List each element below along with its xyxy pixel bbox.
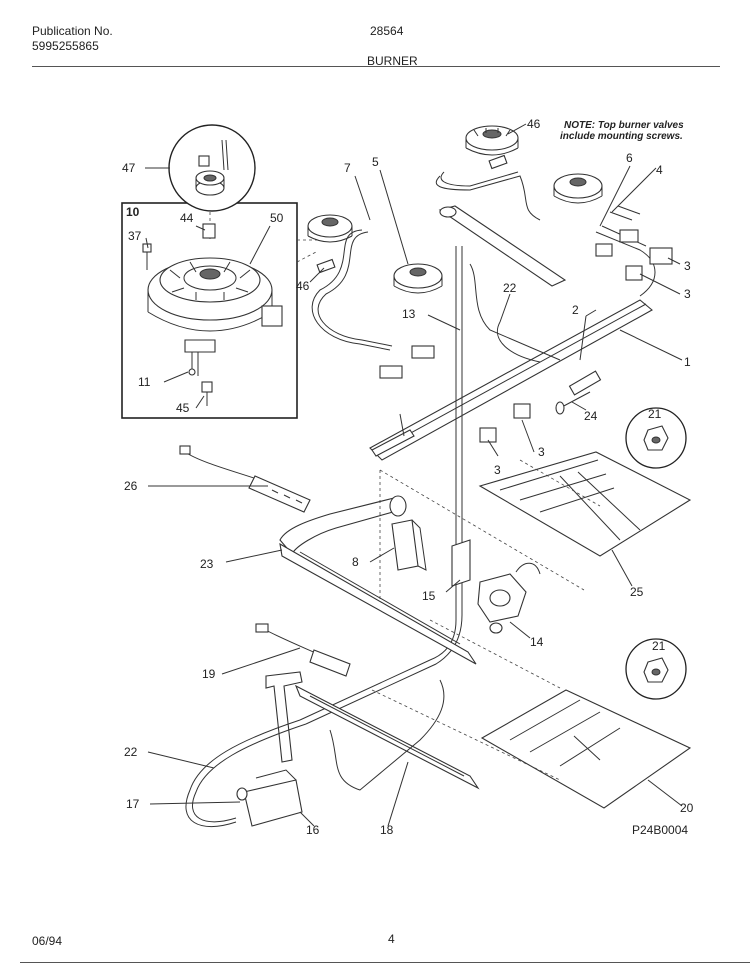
callout-15: 15: [422, 589, 436, 603]
part-24-igniter: [555, 370, 602, 415]
part-20-baffle-lower: [480, 689, 692, 809]
part-45-screw: [201, 381, 213, 406]
footer-page-number: 4: [388, 932, 395, 946]
note-line-2: include mounting screws.: [560, 131, 683, 142]
drawing-id: P24B0004: [632, 823, 688, 837]
publication-number: 5995255865: [32, 39, 99, 53]
part-19-igniter-lower: [255, 623, 351, 677]
callout-26: 26: [124, 479, 138, 493]
callout-45: 45: [176, 401, 190, 415]
part-50-burner-base: [147, 257, 283, 332]
callout-3c: 3: [538, 445, 545, 459]
callout-17: 17: [126, 797, 140, 811]
model-number: 28564: [370, 24, 404, 38]
callout-22-lower: 22: [124, 745, 138, 759]
burner-right: [553, 173, 603, 204]
section-title: BURNER: [367, 54, 418, 68]
part-16-bracket: [265, 671, 303, 763]
callout-25: 25: [630, 585, 644, 599]
callout-21-lower: 21: [652, 639, 666, 653]
callout-44: 44: [180, 211, 194, 225]
footer-date: 06/94: [32, 934, 63, 948]
callout-3a: 3: [684, 259, 691, 273]
callout-13: 13: [402, 307, 416, 321]
callout-47: 47: [122, 161, 136, 175]
callout-2: 2: [572, 303, 579, 317]
callout-18: 18: [380, 823, 394, 837]
callout-10: 10: [126, 205, 140, 219]
callout-23: 23: [200, 557, 214, 571]
callout-6: 6: [626, 151, 633, 165]
part-22-tube-lower: [185, 719, 307, 827]
part-46-burner-rear: [465, 125, 519, 156]
part-22-tube-upper: [497, 321, 541, 363]
part-47-detail-circle: [168, 124, 256, 212]
callout-14: 14: [530, 635, 544, 649]
part-46-bracket-rear: [488, 154, 508, 170]
callout-8: 8: [352, 555, 359, 569]
burner-center: [393, 263, 443, 294]
part-26-igniter: [179, 445, 311, 513]
part-13-tube: [299, 246, 463, 725]
callout-19: 19: [202, 667, 216, 681]
callout-7: 7: [344, 161, 351, 175]
callout-1: 1: [684, 355, 691, 369]
part-14-safety-valve: [477, 562, 541, 634]
callout-3b: 3: [684, 287, 691, 301]
callout-24: 24: [584, 409, 598, 423]
note-line-1: NOTE: Top burner valves: [564, 120, 684, 131]
part-44-orifice: [202, 223, 216, 239]
callout-22-upper: 22: [503, 281, 517, 295]
callout-37: 37: [128, 229, 142, 243]
callout-46-rear: 46: [527, 117, 541, 131]
part-1-manifold: [369, 299, 653, 461]
callout-4: 4: [656, 163, 663, 177]
footer-rule: [20, 962, 750, 963]
top-burner-valves: [379, 229, 673, 443]
part-46-bracket-left: [316, 258, 336, 274]
callout-20: 20: [680, 801, 694, 815]
callout-16: 16: [306, 823, 320, 837]
part-11-electrode: [184, 339, 216, 376]
part-8-spark-module: [391, 519, 427, 571]
callout-3d: 3: [494, 463, 501, 477]
callout-50: 50: [270, 211, 284, 225]
part-23-oven-burner: [279, 495, 477, 665]
part-18-broil-burner: [294, 684, 480, 790]
part-37-screw: [142, 243, 152, 270]
callout-46-left: 46: [296, 279, 310, 293]
burner-left: [307, 214, 353, 243]
part-15-bracket: [451, 539, 471, 587]
publication-label: Publication No.: [32, 24, 113, 38]
part-25-baffle-upper: [478, 451, 692, 557]
callout-11: 11: [138, 375, 151, 389]
callout-21-upper: 21: [648, 407, 662, 421]
header-rule: [32, 66, 720, 67]
part-17-valve-lower: [236, 769, 303, 827]
leader-lines: [145, 123, 683, 827]
callout-5: 5: [372, 155, 379, 169]
